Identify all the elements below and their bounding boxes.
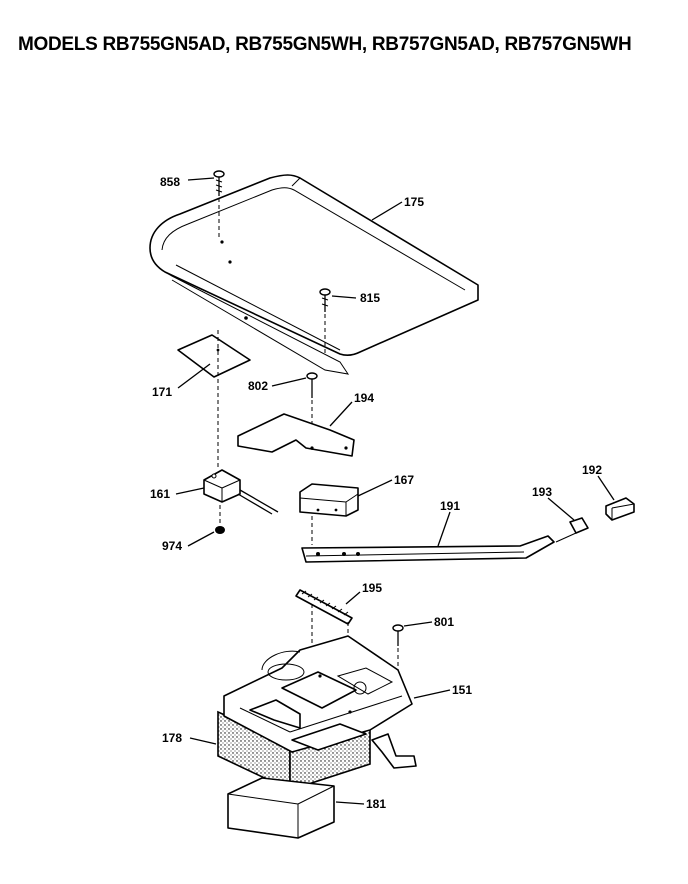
- page-title: MODELS RB755GN5AD, RB755GN5WH, RB757GN5A…: [18, 34, 632, 55]
- callout-192: 192: [582, 463, 602, 477]
- part-screw-802: [306, 372, 318, 450]
- part-screw-858: [213, 170, 225, 240]
- part-bracket-194: [237, 413, 355, 457]
- part-base-181: [227, 777, 335, 839]
- part-switch-161: [203, 469, 279, 515]
- part-block-167: [299, 483, 359, 545]
- callout-858: 858: [160, 175, 180, 189]
- callout-815: 815: [360, 291, 380, 305]
- callout-195: 195: [362, 581, 382, 595]
- part-screw-801: [392, 624, 404, 680]
- callout-161: 161: [150, 487, 170, 501]
- callout-175: 175: [404, 195, 424, 209]
- part-nut-974: [215, 505, 225, 534]
- part-screw-815: [319, 288, 331, 355]
- callout-801: 801: [434, 615, 454, 629]
- leader-lines: [175, 177, 615, 805]
- part-pad-171: [177, 330, 251, 470]
- callout-802: 802: [248, 379, 268, 393]
- part-mechanism-151: [223, 635, 417, 769]
- callout-171: 171: [152, 385, 172, 399]
- callout-193: 193: [532, 485, 552, 499]
- part-rod-191: [301, 535, 555, 563]
- part-connector-193: [555, 517, 589, 543]
- part-knob-192: [605, 497, 635, 521]
- callout-194: 194: [354, 391, 374, 405]
- callout-167: 167: [394, 473, 414, 487]
- callout-178: 178: [162, 731, 182, 745]
- callout-181: 181: [366, 797, 386, 811]
- callout-191: 191: [440, 499, 460, 513]
- callout-151: 151: [452, 683, 472, 697]
- part-cover-panel: [149, 174, 479, 375]
- callout-974: 974: [162, 539, 182, 553]
